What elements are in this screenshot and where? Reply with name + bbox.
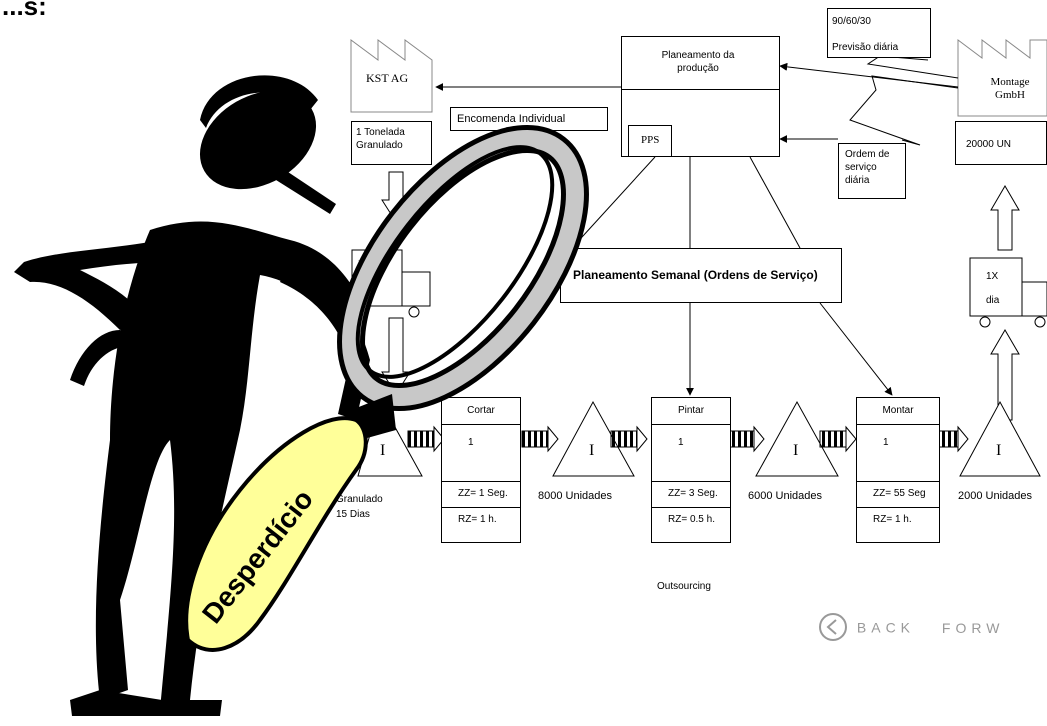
outbound-truck-icon (969, 257, 1047, 328)
forecast-box: 90/60/30 Previsão diária (827, 8, 931, 58)
inventory-symbol: I (793, 442, 799, 459)
pps-label: PPS (641, 134, 660, 146)
back-chevron-icon[interactable] (818, 612, 848, 642)
daily-order-box: Ordem de serviço diária (838, 143, 906, 199)
body-silhouette (95, 221, 361, 710)
production-planning-box: Planeamento da produção PPS (621, 36, 780, 157)
changeover-time: RZ= 1 h. (442, 507, 520, 533)
customer-name: Montage GmbH (990, 76, 1030, 101)
push-arrow-5 (819, 425, 857, 453)
customer-factory-icon (957, 39, 1047, 117)
process-name: Montar (882, 405, 914, 416)
operator-count: 1 (678, 437, 684, 448)
inventory-triangle-3 (755, 400, 839, 477)
process-box-pintar: Pintar 1 ZZ= 3 Seg. RZ= 0.5 h. (651, 397, 731, 543)
process-name: Pintar (677, 405, 705, 416)
inventory-symbol: I (996, 442, 1002, 459)
planning-title: Planeamento da produção (661, 50, 735, 74)
process-box-montar: Montar 1 ZZ= 55 Seg RZ= 1 h. (856, 397, 940, 543)
process-box-cortar: Cortar 1 ZZ= 1 Seg. RZ= 1 h. (441, 397, 521, 543)
individual-order-label: Encomenda Individual (457, 113, 566, 125)
cycle-time: ZZ= 1 Seg. (442, 481, 520, 507)
operator-count: 1 (883, 437, 889, 448)
operator-count: 1 (468, 437, 474, 448)
push-arrow-1 (407, 425, 445, 453)
daily-order-label: Ordem de serviço diária (845, 149, 890, 186)
push-arrow-3 (610, 425, 648, 453)
back-link[interactable]: BACK (856, 619, 916, 636)
inventory-triangle-1 (357, 398, 423, 477)
inventory-symbol: I (589, 442, 595, 459)
weekly-plan-box: Planeamento Semanal (Ordens de Serviço) (560, 248, 842, 303)
customer-quantity-box: 20000 UN (955, 121, 1047, 165)
supplier-factory-icon (350, 39, 433, 113)
inventory-label-3: 6000 Unidades (748, 490, 823, 502)
supplier-name: KST AG (366, 71, 409, 85)
inventory-label-2: 8000 Unidades (538, 490, 613, 502)
magnifier-handle (184, 416, 368, 652)
changeover-time: RZ= 0.5 h. (652, 507, 730, 533)
supplier-quantity: 1 Tonelada Granulado (356, 127, 405, 151)
push-arrow-4 (727, 425, 765, 453)
head-icon (199, 90, 317, 190)
inventory-label-1: Granulado 15 Dias (336, 494, 383, 520)
navigation-bar: BACK FORW (818, 612, 1005, 644)
process-name: Cortar (467, 405, 495, 416)
supplier-quantity-box: 1 Tonelada Granulado (351, 121, 432, 165)
cycle-time: ZZ= 3 Seg. (652, 481, 730, 507)
cycle-time: ZZ= 55 Seg (857, 481, 939, 507)
weekly-plan-label: Planeamento Semanal (Ordens de Serviço) (573, 268, 818, 282)
forward-link[interactable]: FORW (941, 619, 1005, 636)
outsourcing-label: Outsourcing (657, 581, 711, 592)
changeover-time: RZ= 1 h. (857, 507, 939, 533)
inventory-triangle-4 (959, 400, 1041, 477)
inventory-label-4: 2000 Unidades (958, 490, 1033, 502)
page-title-fragment: ...s: (2, 0, 47, 21)
inventory-symbol: I (380, 442, 386, 459)
outbound-truck-frequency: 1X (986, 271, 999, 282)
forecast-daily: Previsão diária (832, 42, 899, 53)
push-arrow-2 (521, 425, 559, 453)
customer-quantity: 20000 UN (966, 139, 1012, 150)
outbound-truck-unit: dia (986, 295, 1000, 306)
forecast-value: 90/60/30 (832, 16, 871, 27)
